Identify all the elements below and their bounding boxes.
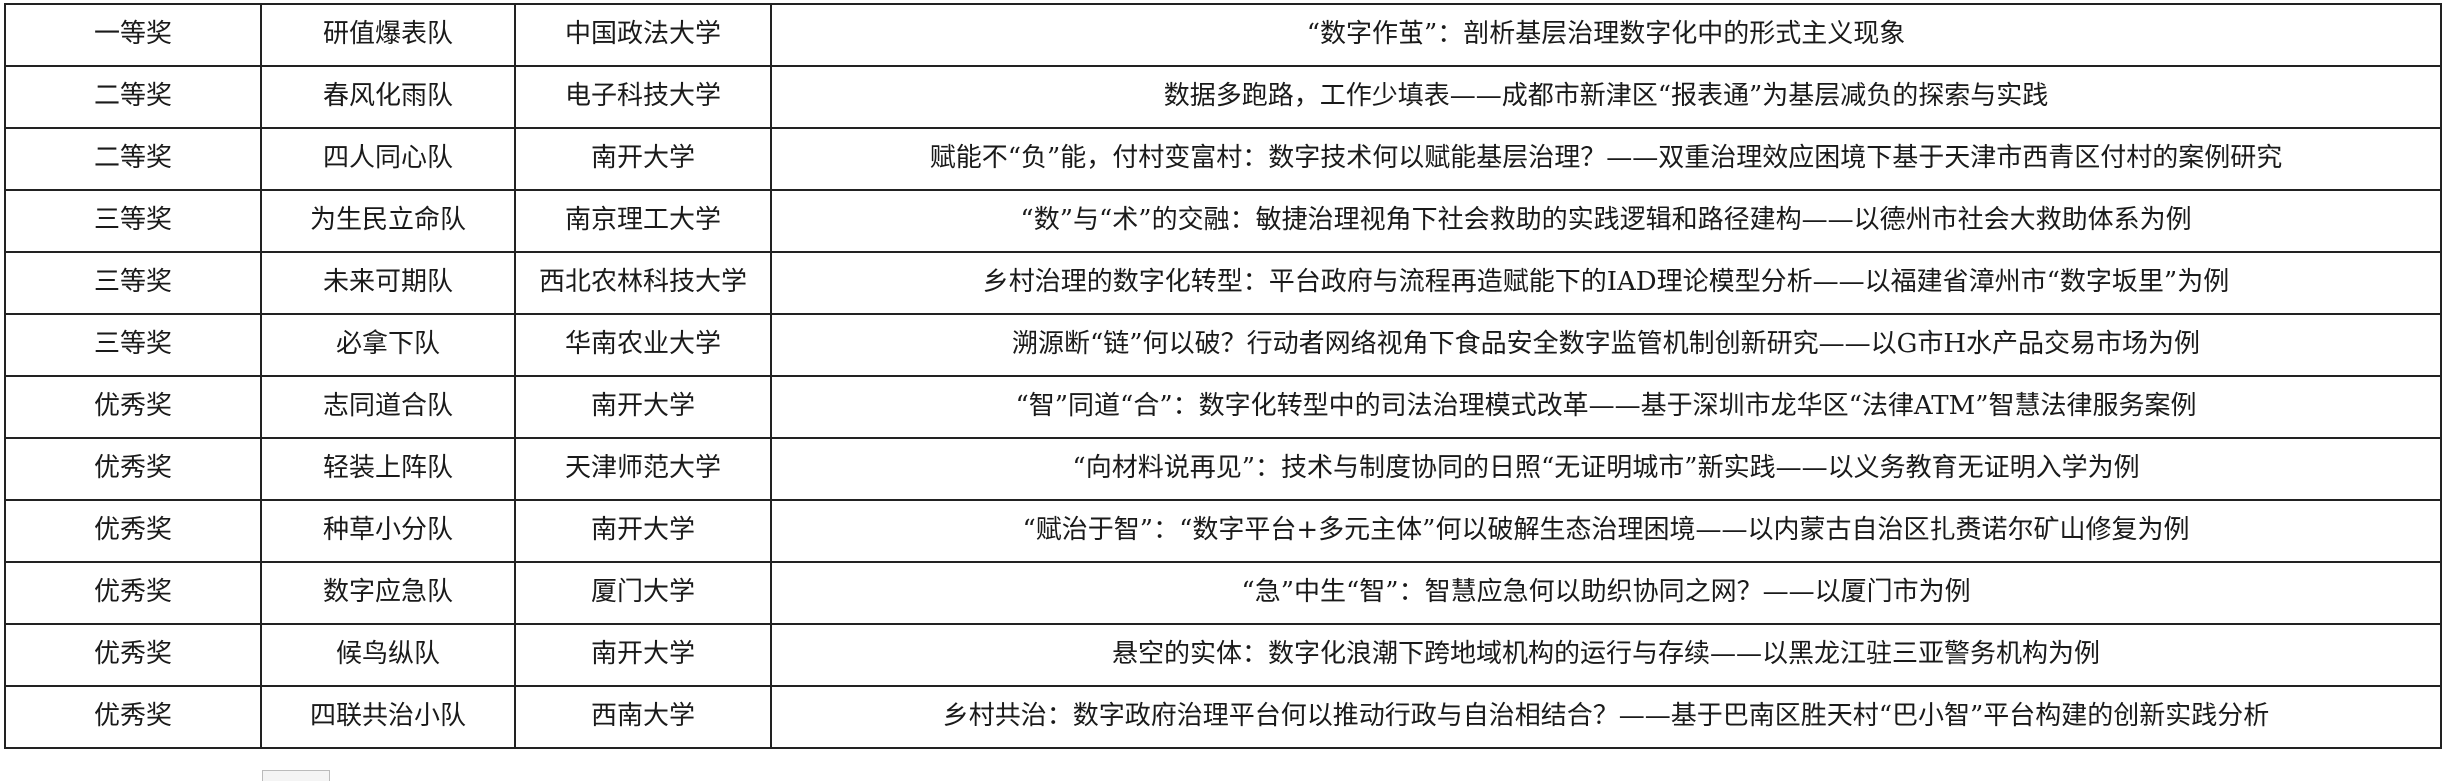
table-row: 优秀奖 候鸟纵队 南开大学 悬空的实体：数字化浪潮下跨地域机构的运行与存续——以… <box>4 623 2442 687</box>
team-cell: 研值爆表队 <box>260 3 516 67</box>
title-cell: “数字作茧”：剖析基层治理数字化中的形式主义现象 <box>770 3 2442 67</box>
award-cell: 三等奖 <box>4 189 262 253</box>
table-row: 三等奖 为生民立命队 南京理工大学 “数”与“术”的交融：敏捷治理视角下社会救助… <box>4 189 2442 253</box>
award-cell: 三等奖 <box>4 251 262 315</box>
school-cell: 厦门大学 <box>514 561 772 625</box>
title-cell: 赋能不“负”能，付村变富村：数字技术何以赋能基层治理？——双重治理效应困境下基于… <box>770 127 2442 191</box>
title-cell: 数据多跑路，工作少填表——成都市新津区“报表通”为基层减负的探索与实践 <box>770 65 2442 129</box>
title-cell: “赋治于智”：“数字平台+多元主体”何以破解生态治理困境——以内蒙古自治区扎赉诺… <box>770 499 2442 563</box>
table-row: 优秀奖 轻装上阵队 天津师范大学 “向材料说再见”：技术与制度协同的日照“无证明… <box>4 437 2442 501</box>
title-cell: 溯源断“链”何以破？行动者网络视角下食品安全数字监管机制创新研究——以G市H水产… <box>770 313 2442 377</box>
team-cell: 种草小分队 <box>260 499 516 563</box>
award-cell: 三等奖 <box>4 313 262 377</box>
school-cell: 南京理工大学 <box>514 189 772 253</box>
school-cell: 电子科技大学 <box>514 65 772 129</box>
bottom-tab-stub <box>262 770 330 781</box>
team-cell: 志同道合队 <box>260 375 516 439</box>
team-cell: 四人同心队 <box>260 127 516 191</box>
school-cell: 南开大学 <box>514 499 772 563</box>
school-cell: 南开大学 <box>514 375 772 439</box>
team-cell: 未来可期队 <box>260 251 516 315</box>
award-cell: 一等奖 <box>4 3 262 67</box>
award-cell: 优秀奖 <box>4 375 262 439</box>
school-cell: 天津师范大学 <box>514 437 772 501</box>
award-cell: 优秀奖 <box>4 499 262 563</box>
school-cell: 南开大学 <box>514 623 772 687</box>
awards-table: 一等奖 研值爆表队 中国政法大学 “数字作茧”：剖析基层治理数字化中的形式主义现… <box>4 3 2442 749</box>
award-cell: 二等奖 <box>4 65 262 129</box>
table-row: 优秀奖 种草小分队 南开大学 “赋治于智”：“数字平台+多元主体”何以破解生态治… <box>4 499 2442 563</box>
team-cell: 为生民立命队 <box>260 189 516 253</box>
table-row: 优秀奖 四联共治小队 西南大学 乡村共治：数字政府治理平台何以推动行政与自治相结… <box>4 685 2442 749</box>
award-cell: 优秀奖 <box>4 685 262 749</box>
team-cell: 候鸟纵队 <box>260 623 516 687</box>
table-row: 优秀奖 数字应急队 厦门大学 “急”中生“智”：智慧应急何以助织协同之网？——以… <box>4 561 2442 625</box>
title-cell: “智”同道“合”：数字化转型中的司法治理模式改革——基于深圳市龙华区“法律ATM… <box>770 375 2442 439</box>
school-cell: 华南农业大学 <box>514 313 772 377</box>
award-cell: 优秀奖 <box>4 437 262 501</box>
table-row: 优秀奖 志同道合队 南开大学 “智”同道“合”：数字化转型中的司法治理模式改革—… <box>4 375 2442 439</box>
award-cell: 优秀奖 <box>4 561 262 625</box>
title-cell: 乡村治理的数字化转型：平台政府与流程再造赋能下的IAD理论模型分析——以福建省漳… <box>770 251 2442 315</box>
table-row: 三等奖 未来可期队 西北农林科技大学 乡村治理的数字化转型：平台政府与流程再造赋… <box>4 251 2442 315</box>
team-cell: 轻装上阵队 <box>260 437 516 501</box>
table-row: 二等奖 四人同心队 南开大学 赋能不“负”能，付村变富村：数字技术何以赋能基层治… <box>4 127 2442 191</box>
team-cell: 春风化雨队 <box>260 65 516 129</box>
team-cell: 数字应急队 <box>260 561 516 625</box>
title-cell: “急”中生“智”：智慧应急何以助织协同之网？——以厦门市为例 <box>770 561 2442 625</box>
school-cell: 南开大学 <box>514 127 772 191</box>
school-cell: 西南大学 <box>514 685 772 749</box>
title-cell: “向材料说再见”：技术与制度协同的日照“无证明城市”新实践——以义务教育无证明入… <box>770 437 2442 501</box>
table-row: 三等奖 必拿下队 华南农业大学 溯源断“链”何以破？行动者网络视角下食品安全数字… <box>4 313 2442 377</box>
table-row: 一等奖 研值爆表队 中国政法大学 “数字作茧”：剖析基层治理数字化中的形式主义现… <box>4 3 2442 67</box>
title-cell: 乡村共治：数字政府治理平台何以推动行政与自治相结合？——基于巴南区胜天村“巴小智… <box>770 685 2442 749</box>
award-cell: 优秀奖 <box>4 623 262 687</box>
award-cell: 二等奖 <box>4 127 262 191</box>
title-cell: “数”与“术”的交融：敏捷治理视角下社会救助的实践逻辑和路径建构——以德州市社会… <box>770 189 2442 253</box>
school-cell: 西北农林科技大学 <box>514 251 772 315</box>
title-cell: 悬空的实体：数字化浪潮下跨地域机构的运行与存续——以黑龙江驻三亚警务机构为例 <box>770 623 2442 687</box>
team-cell: 四联共治小队 <box>260 685 516 749</box>
awards-table-body: 一等奖 研值爆表队 中国政法大学 “数字作茧”：剖析基层治理数字化中的形式主义现… <box>4 3 2442 749</box>
table-row: 二等奖 春风化雨队 电子科技大学 数据多跑路，工作少填表——成都市新津区“报表通… <box>4 65 2442 129</box>
school-cell: 中国政法大学 <box>514 3 772 67</box>
team-cell: 必拿下队 <box>260 313 516 377</box>
